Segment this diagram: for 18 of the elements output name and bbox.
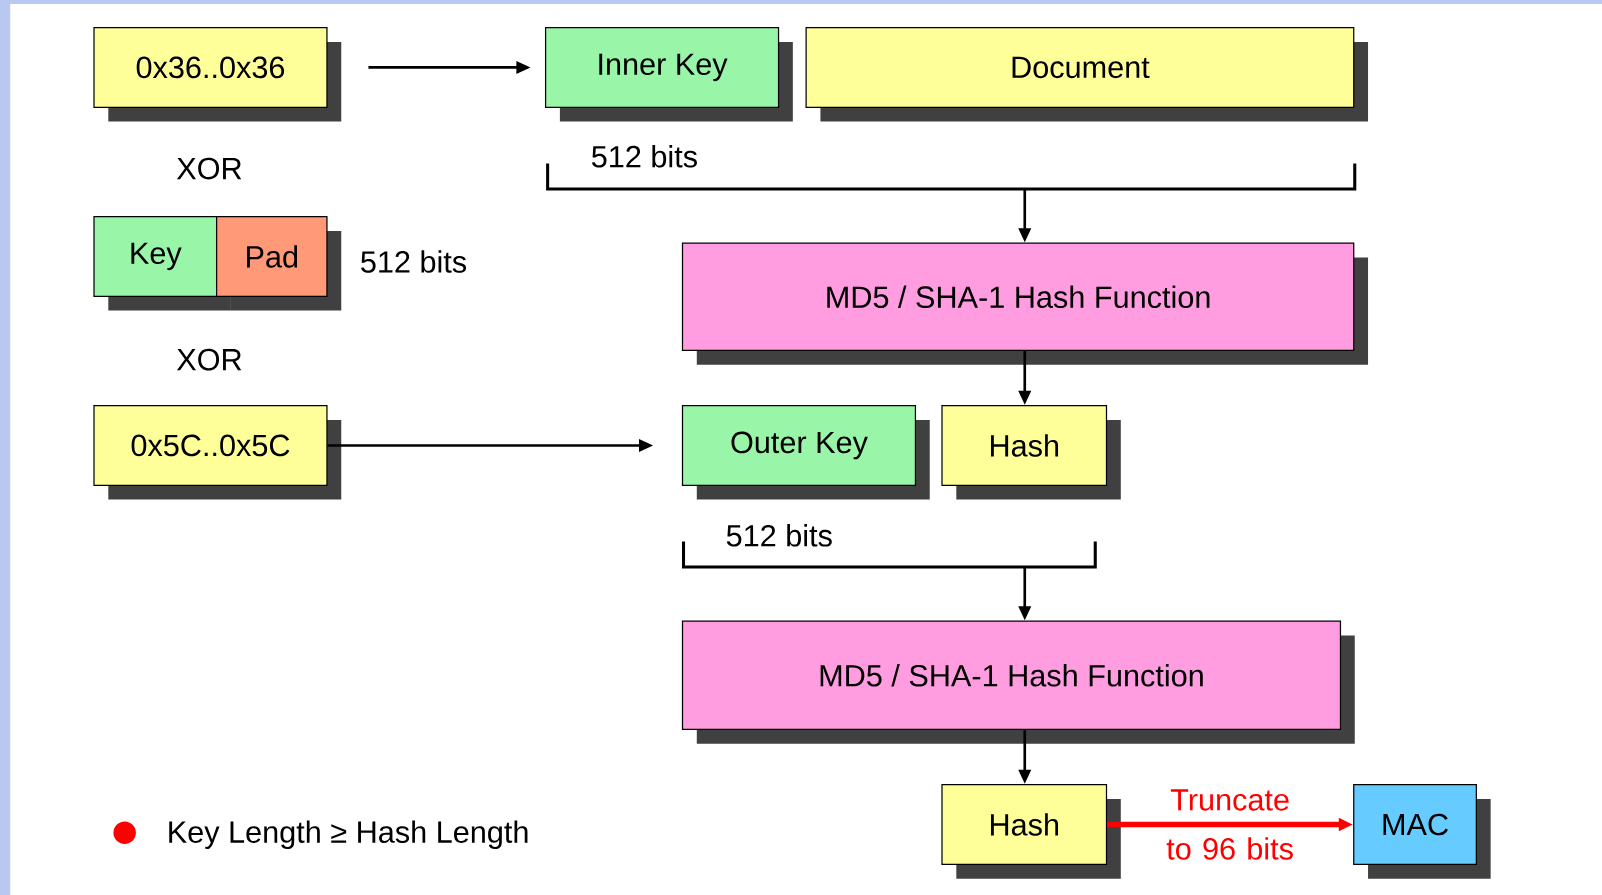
data-block: Hash [941,784,1121,879]
data-block: 0x36..0x36 [93,26,342,122]
text-label: XOR [176,157,242,180]
data-block: MAC [1353,784,1491,879]
note-text: Key Length ≥ Hash Length [169,820,528,849]
edge-label: Truncate to 96 bits [1166,789,1293,860]
data-block: Outer Key [681,405,930,500]
data-block: Document [805,26,1369,122]
hash-function-box: MD5 / SHA-1 Hash Function [681,620,1355,744]
text-label: 512 bits [726,524,832,547]
data-block: Hash [941,405,1121,500]
text-label: 512 bits [592,145,697,168]
data-block: Key [93,216,231,311]
text-label: XOR [176,348,242,371]
data-block: Inner Key [544,26,793,122]
data-block: 0x5C..0x5C [93,405,342,500]
data-block: Pad [216,216,342,311]
hash-function-box: MD5 / SHA-1 Hash Function [681,242,1369,365]
